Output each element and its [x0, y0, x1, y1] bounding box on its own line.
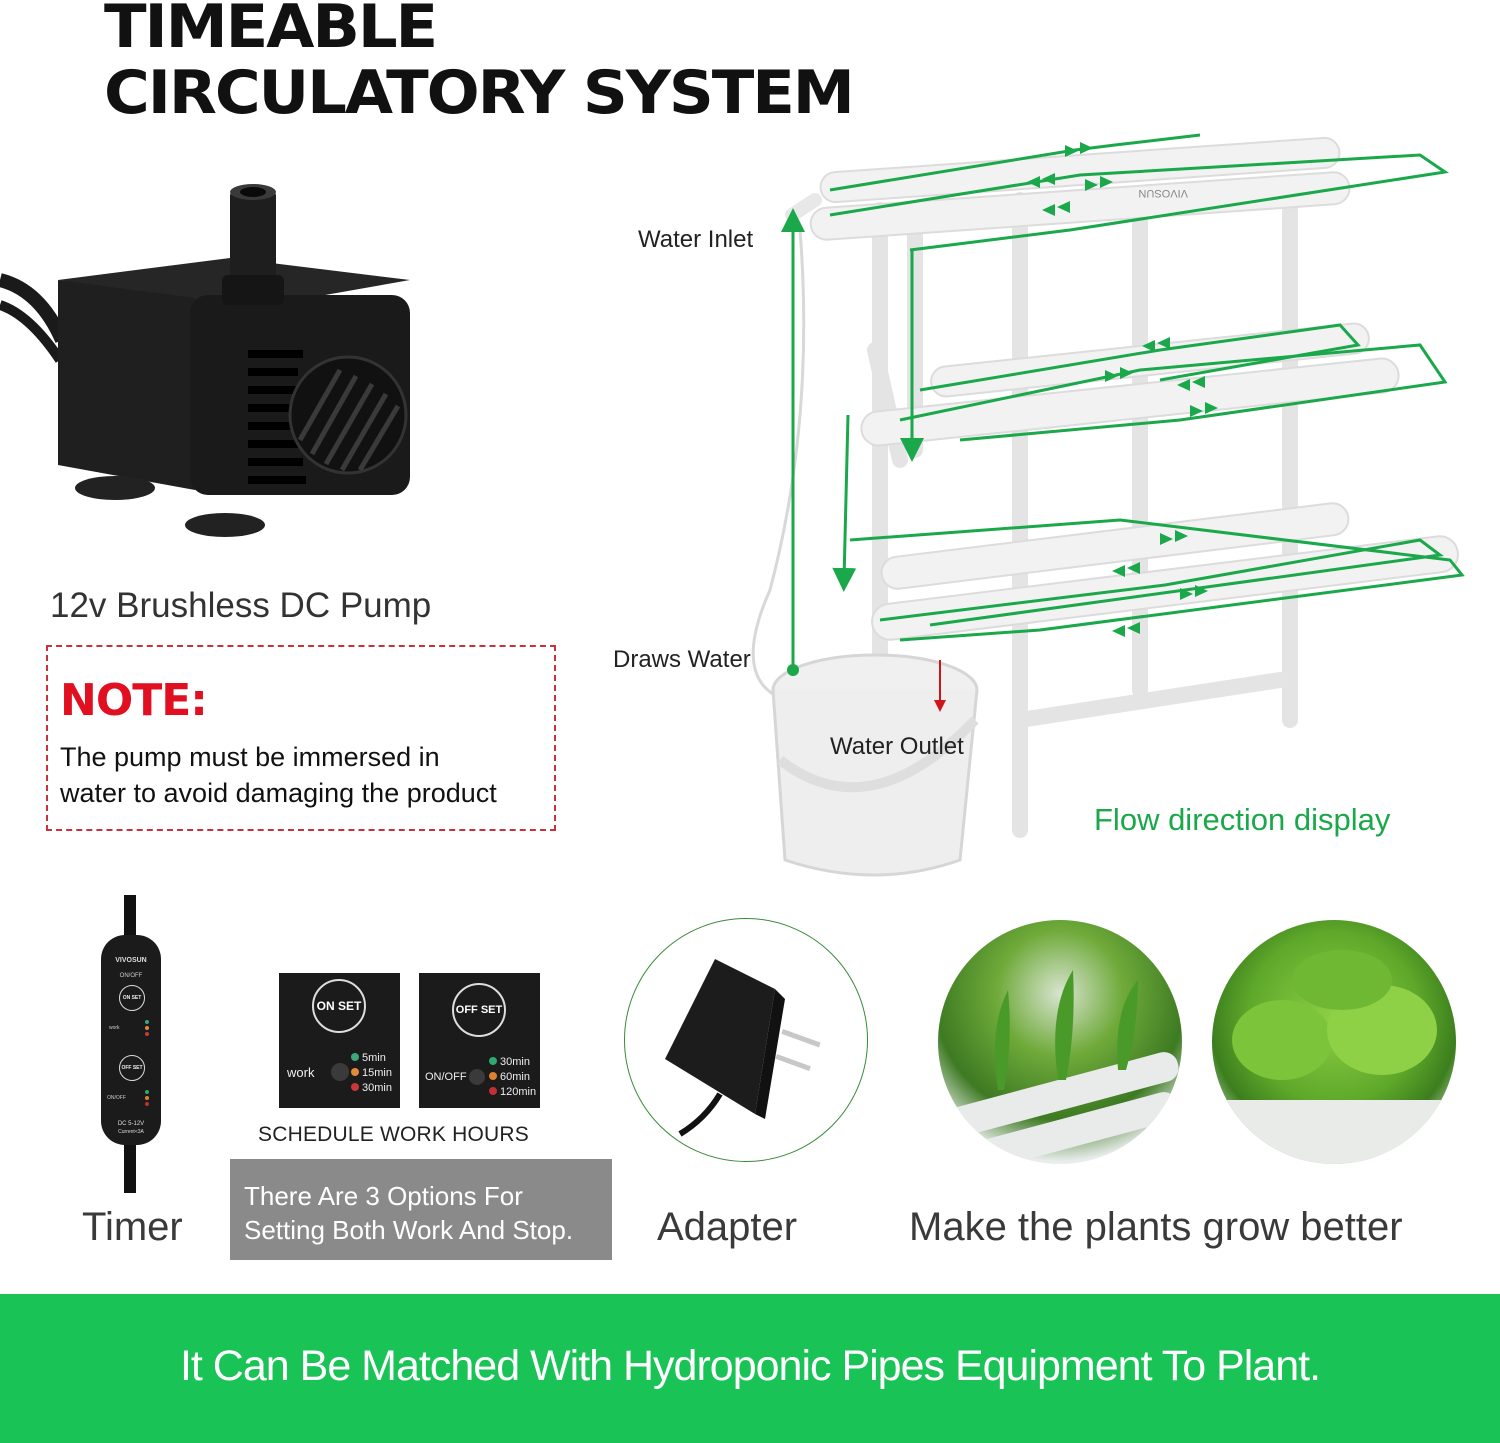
- options-info-box: There Are 3 Options For Setting Both Wor…: [230, 1159, 612, 1260]
- adapter-circle: [624, 918, 868, 1162]
- title-line-1: TIMEABLE: [104, 0, 438, 62]
- on-options: 5min 15min 30min: [351, 1051, 392, 1096]
- timer-device: VIVOSUN ON/OFF ON SET work OFF SET ON/OF…: [96, 895, 166, 1195]
- on-option-2: 15min: [362, 1067, 392, 1079]
- off-option-2: 60min: [500, 1071, 530, 1083]
- vivosun-brand-mark: VIVOSUN: [1138, 187, 1188, 199]
- timer-cable-bottom: [124, 1145, 136, 1193]
- bottom-banner: [0, 1294, 1500, 1443]
- timer-work-dots: [145, 1020, 149, 1036]
- plant-photo-spinach: [938, 920, 1182, 1164]
- timer-on-set-label: ON SET: [122, 995, 142, 1001]
- timer-caption: Timer: [82, 1205, 183, 1249]
- note-heading: NOTE:: [60, 675, 208, 726]
- draws-water-label: Draws Water: [613, 646, 751, 673]
- on-option-3: 30min: [362, 1082, 392, 1094]
- timer-body: VIVOSUN ON/OFF ON SET work OFF SET ON/OF…: [101, 935, 161, 1145]
- note-line-1: The pump must be immersed in: [60, 742, 440, 772]
- title-line-2: CIRCULATORY SYSTEM: [104, 58, 855, 128]
- plants-caption: Make the plants grow better: [909, 1205, 1403, 1249]
- timer-off-set-button[interactable]: OFF SET: [119, 1055, 145, 1081]
- off-set-button[interactable]: OFF SET: [452, 983, 506, 1037]
- timer-off-set-label: OFF SET: [121, 1065, 143, 1071]
- onoff-indicator-led: [469, 1069, 485, 1085]
- water-outlet-label: Water Outlet: [830, 733, 964, 760]
- timer-rating-1: DC 5-12V: [117, 1121, 145, 1127]
- work-indicator-led: [331, 1063, 349, 1081]
- on-set-button[interactable]: ON SET: [312, 979, 366, 1033]
- submersible-pump-icon: [0, 180, 420, 550]
- off-options: 30min 60min 120min: [489, 1055, 536, 1100]
- pump-caption: 12v Brushless DC Pump: [50, 586, 432, 625]
- timer-brand: VIVOSUN: [115, 957, 147, 964]
- note-box: NOTE: The pump must be immersed in water…: [46, 645, 556, 831]
- timer-cable-top: [124, 895, 136, 935]
- timer-on-set-button[interactable]: ON SET: [119, 985, 145, 1011]
- off-option-1: 30min: [500, 1056, 530, 1068]
- options-info-line-2: Setting Both Work And Stop.: [244, 1215, 574, 1245]
- hydroponic-flow-diagram: VIVOSUN: [600, 120, 1480, 890]
- on-set-label: ON SET: [316, 999, 362, 1013]
- off-set-panel: OFF SET ON/OFF 30min 60min 120min: [419, 973, 540, 1108]
- schedule-work-hours-label: SCHEDULE WORK HOURS: [258, 1123, 529, 1146]
- onoff-label: ON/OFF: [425, 1071, 467, 1083]
- on-option-1: 5min: [362, 1052, 386, 1064]
- banner-text: It Can Be Matched With Hydroponic Pipes …: [179, 1342, 1321, 1390]
- flow-direction-caption: Flow direction display: [1094, 802, 1391, 837]
- plant-photo-lettuce: [1212, 920, 1456, 1164]
- work-label: work: [287, 1065, 315, 1080]
- note-text: The pump must be immersed in water to av…: [60, 739, 497, 811]
- timer-work-label: work: [109, 1025, 120, 1031]
- water-inlet-label: Water Inlet: [638, 226, 754, 253]
- timer-rating-2: Current<3A: [118, 1129, 144, 1135]
- timer-onoff-small-label: ON/OFF: [107, 1095, 126, 1101]
- off-option-3: 120min: [500, 1086, 537, 1098]
- off-set-label: OFF SET: [455, 1004, 503, 1016]
- adapter-caption: Adapter: [657, 1205, 798, 1249]
- timer-onoff-label: ON/OFF: [119, 973, 143, 979]
- options-info-line-1: There Are 3 Options For: [244, 1181, 523, 1211]
- timer-onoff-dots: [145, 1090, 149, 1106]
- on-set-panel: ON SET work 5min 15min 30min: [279, 973, 400, 1108]
- power-adapter-icon: [665, 959, 821, 1137]
- page-title: TIMEABLE CIRCULATORY SYSTEM: [104, 0, 855, 128]
- note-line-2: water to avoid damaging the product: [60, 778, 497, 808]
